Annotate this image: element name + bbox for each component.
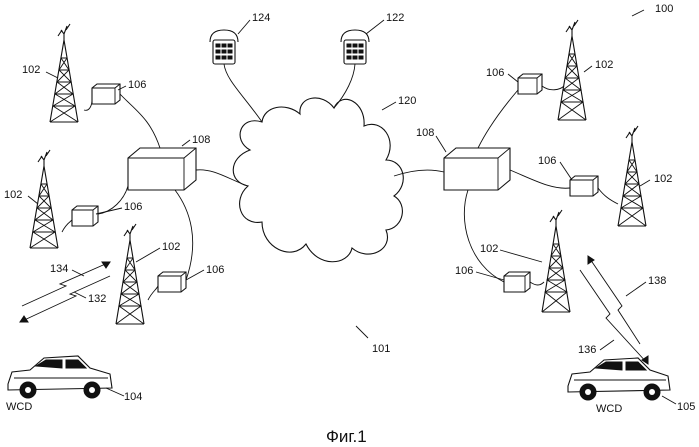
module-4	[518, 74, 542, 94]
ref-cloud: 120	[398, 95, 416, 107]
ref-module-6: 106	[455, 265, 473, 277]
wired-links	[62, 86, 618, 300]
module-3	[158, 272, 186, 292]
ref-link-138: 138	[648, 275, 666, 287]
telephone-122	[341, 30, 369, 64]
ref-link-132: 132	[88, 293, 106, 305]
ref-tower-5: 102	[654, 173, 672, 185]
ref-tower-4: 102	[595, 59, 613, 71]
telephone-124	[210, 30, 238, 64]
ref-link-134: 134	[50, 263, 68, 275]
tower-2	[30, 150, 58, 248]
leader-lines	[28, 10, 650, 350]
tower-6	[542, 210, 570, 312]
phone-122-link	[334, 64, 355, 108]
ref-phone-122: 122	[386, 12, 404, 24]
network-cloud	[233, 98, 403, 262]
module-1	[92, 84, 120, 104]
module-5	[570, 176, 598, 196]
module-2	[72, 206, 98, 226]
module-6	[504, 272, 530, 292]
ref-module-3: 106	[206, 264, 224, 276]
tower-5	[618, 126, 646, 226]
ref-car-105: 105	[677, 401, 695, 413]
tower-1	[50, 24, 78, 122]
ref-link-136: 136	[578, 344, 596, 356]
bsc-right	[444, 148, 510, 190]
car-105-wcd-label: WCD	[596, 403, 622, 415]
car-104-wcd-label: WCD	[6, 401, 32, 413]
ref-module-1: 106	[128, 79, 146, 91]
ref-module-4: 106	[486, 67, 504, 79]
ref-network: 101	[372, 343, 390, 355]
ref-tower-1: 102	[22, 64, 40, 76]
bsc-left	[128, 148, 196, 190]
ref-bsc-left: 108	[192, 134, 210, 146]
ref-bsc-right: 108	[416, 127, 434, 139]
ref-tower-3: 102	[162, 241, 180, 253]
ref-tower-6: 102	[480, 243, 498, 255]
ref-module-2: 106	[124, 201, 142, 213]
figure-caption: Фиг.1	[326, 427, 367, 446]
car-104-leader	[106, 388, 124, 396]
tower-4	[558, 20, 586, 120]
ref-phone-124: 124	[252, 12, 270, 24]
car-105	[568, 358, 670, 400]
ref-system: 100	[655, 3, 673, 15]
car-105-leader	[662, 396, 676, 404]
car-104	[8, 356, 112, 398]
phone-124-link	[224, 64, 262, 122]
ref-car-104: 104	[124, 391, 142, 403]
ref-tower-2: 102	[4, 189, 22, 201]
ref-module-5: 106	[538, 155, 556, 167]
tower-3	[116, 224, 144, 324]
